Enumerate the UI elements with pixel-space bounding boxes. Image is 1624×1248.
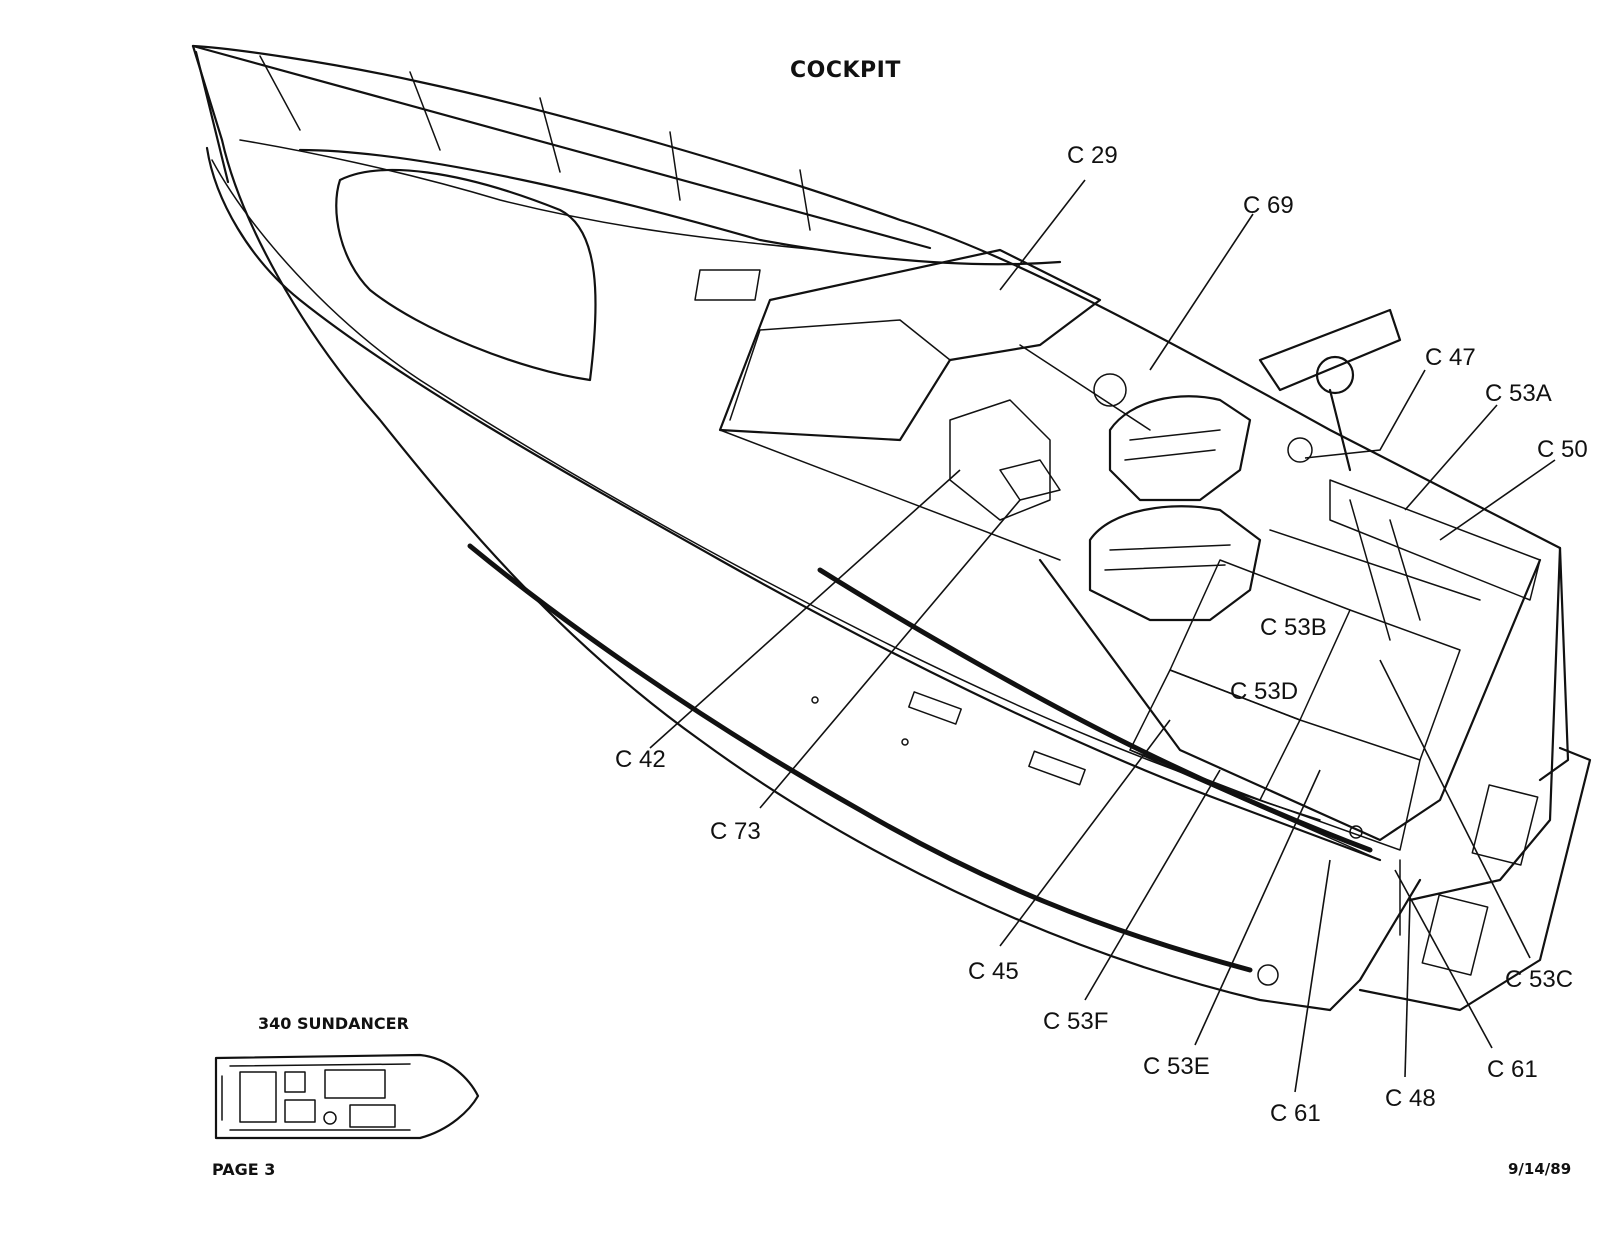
revision-date: 9/14/89 (1508, 1160, 1572, 1178)
foredeck (335, 168, 1151, 561)
callout-c50: C 50 (1537, 436, 1588, 463)
callout-c53a: C 53A (1485, 380, 1552, 407)
callout-c69: C 69 (1243, 192, 1294, 219)
callout-c45: C 45 (968, 958, 1019, 985)
callout-c61-right: C 61 (1487, 1056, 1538, 1083)
callout-c73: C 73 (710, 818, 761, 845)
callout-c53e: C 53E (1143, 1053, 1210, 1080)
callout-c53d: C 53D (1230, 678, 1299, 705)
leader-lines (649, 179, 1556, 1093)
hull-details (811, 691, 1401, 986)
callout-c53c: C 53C (1505, 966, 1574, 993)
bow-rail (191, 44, 932, 251)
callout-c29: C 29 (1067, 142, 1118, 169)
hull (191, 44, 1592, 1012)
cockpit-interior (949, 308, 1542, 861)
callout-c53f: C 53F (1043, 1008, 1109, 1035)
callout-c48: C 48 (1385, 1085, 1436, 1112)
page-number: PAGE 3 (212, 1160, 276, 1179)
callout-c53b: C 53B (1260, 614, 1327, 641)
callout-c47: C 47 (1425, 344, 1476, 371)
page-title: COCKPIT (790, 58, 901, 83)
callout-c42: C 42 (615, 746, 666, 773)
inset-plan-view (214, 1053, 480, 1140)
model-name: 340 SUNDANCER (258, 1014, 409, 1033)
callout-c61-lower: C 61 (1270, 1100, 1321, 1127)
